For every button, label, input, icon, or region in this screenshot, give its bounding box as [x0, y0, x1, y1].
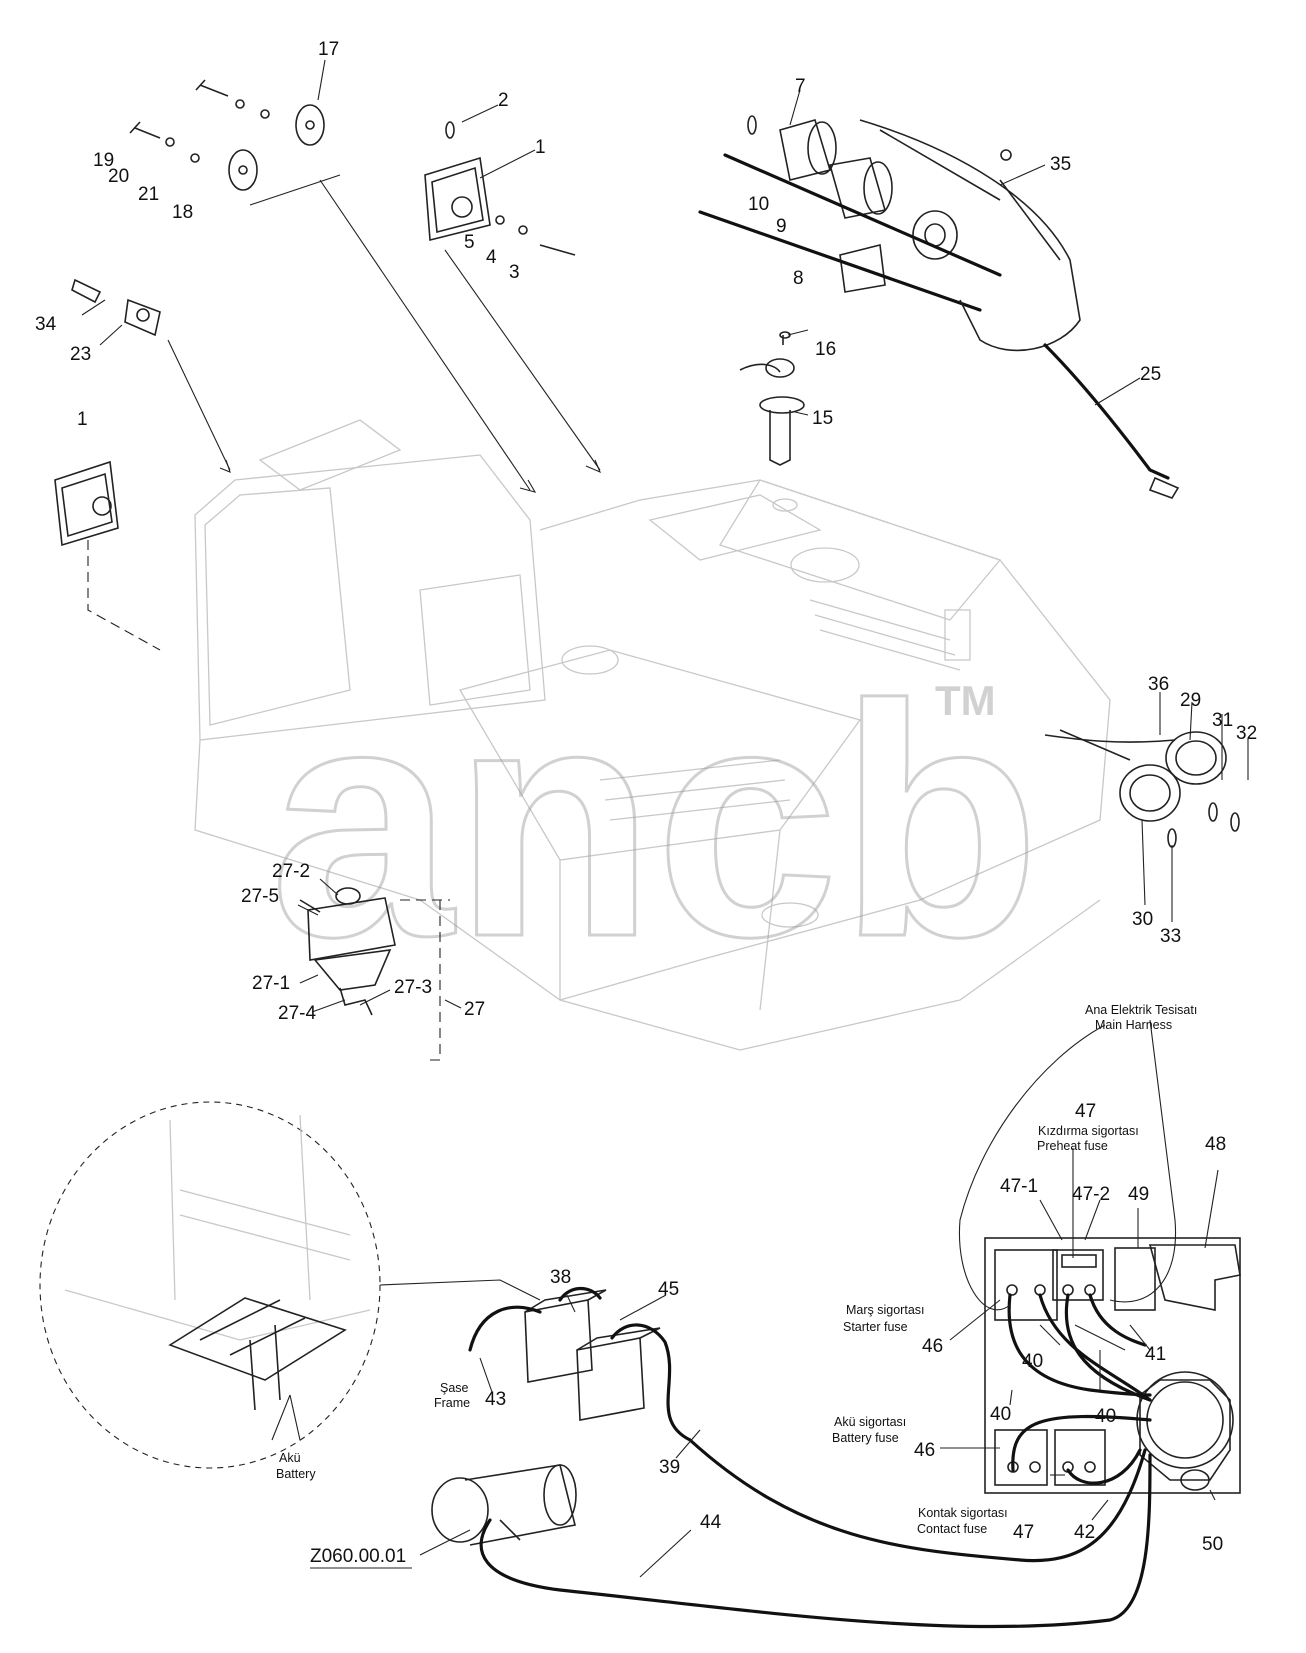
callout-21: 21	[138, 184, 159, 205]
callout-47-1: 47-1	[1000, 1176, 1038, 1197]
contact-fuse-label-tr: Kontak sigortası	[918, 1506, 1008, 1520]
callout-47-bottom: 47	[1013, 1522, 1034, 1543]
watermark-tm: TM	[935, 677, 996, 724]
callout-38: 38	[550, 1267, 571, 1288]
callout-32: 32	[1236, 723, 1257, 744]
callout-20: 20	[108, 166, 129, 187]
callout-4: 4	[486, 247, 497, 268]
battery-label-en: Battery	[276, 1467, 316, 1481]
callout-46-lower: 46	[914, 1440, 935, 1461]
batteries	[468, 1286, 692, 1442]
callout-30: 30	[1132, 909, 1153, 930]
callout-numbers: 17 2 1 19 20 21 18 5 4 3 7 35 10 9 8 16 …	[35, 39, 1257, 1555]
callout-41: 41	[1145, 1344, 1166, 1365]
starter-fuse-label-en: Starter fuse	[843, 1320, 908, 1334]
battery-fuse-label-tr: Akü sigortası	[834, 1415, 906, 1429]
callout-leaders	[81, 59, 1249, 1578]
preheat-fuse-label-tr: Kızdırma sigortası	[1038, 1124, 1139, 1138]
main-harness-label-tr: Ana Elektrik Tesisatı	[1085, 1003, 1197, 1017]
callout-29: 29	[1180, 690, 1201, 711]
callout-36: 36	[1148, 674, 1169, 695]
callout-2: 2	[498, 90, 509, 111]
callout-49: 49	[1128, 1184, 1149, 1205]
callout-48: 48	[1205, 1134, 1226, 1155]
callout-47-top: 47	[1075, 1101, 1096, 1122]
callout-17: 17	[318, 39, 339, 60]
callout-10: 10	[748, 194, 769, 215]
callout-8: 8	[793, 268, 804, 289]
callout-15: 15	[812, 408, 833, 429]
frame-label-tr: Şase	[440, 1381, 469, 1395]
work-lamp-left	[54, 460, 161, 651]
callout-39: 39	[659, 1457, 680, 1478]
callout-7: 7	[795, 76, 806, 97]
starter-reference: Z060.00.01	[310, 1546, 406, 1567]
callout-16: 16	[815, 339, 836, 360]
callout-44: 44	[700, 1512, 722, 1533]
callout-47-2: 47-2	[1072, 1184, 1110, 1205]
callout-40-b: 40	[990, 1404, 1011, 1425]
callout-27-1: 27-1	[252, 973, 290, 994]
callout-27-5: 27-5	[241, 886, 279, 907]
callout-31: 31	[1212, 710, 1233, 731]
work-lamp-upper	[424, 121, 576, 256]
boom-work-lights	[698, 115, 1180, 499]
preheat-fuse-label-en: Preheat fuse	[1037, 1139, 1108, 1153]
callout-9: 9	[776, 216, 787, 237]
callout-25: 25	[1140, 364, 1161, 385]
battery-detail-view	[39, 1101, 541, 1469]
main-harness-label-en: Main Harness	[1095, 1018, 1172, 1032]
callout-42: 42	[1074, 1522, 1095, 1543]
fuse-panel	[940, 1019, 1241, 1501]
callout-27-3: 27-3	[394, 977, 432, 998]
callout-1-left: 1	[77, 409, 88, 430]
callout-40-a: 40	[1022, 1351, 1043, 1372]
callout-18: 18	[172, 202, 193, 223]
callout-27-2: 27-2	[272, 861, 310, 882]
callout-27-4: 27-4	[278, 1003, 316, 1024]
starter-fuse-label-tr: Marş sigortası	[846, 1303, 925, 1317]
callout-33: 33	[1160, 926, 1181, 947]
callout-19: 19	[93, 150, 114, 171]
callout-1-upper: 1	[535, 137, 546, 158]
battery-label-tr: Akü	[279, 1451, 301, 1465]
excavator-body-outline	[194, 419, 1111, 1051]
fuel-sender	[739, 331, 805, 466]
callout-34: 34	[35, 314, 57, 335]
starter-motor	[431, 1464, 577, 1546]
callout-3: 3	[509, 262, 520, 283]
contact-fuse-label-en: Contact fuse	[917, 1522, 987, 1536]
callout-45: 45	[658, 1279, 679, 1300]
text-labels: Ana Elektrik Tesisatı Main Harness Kızdı…	[276, 1003, 1197, 1569]
battery-fuse-label-en: Battery fuse	[832, 1431, 899, 1445]
callout-23: 23	[70, 344, 91, 365]
callout-46-upper: 46	[922, 1336, 943, 1357]
frame-label-en: Frame	[434, 1396, 470, 1410]
callout-40-c: 40	[1095, 1406, 1116, 1427]
assembly-arrows	[167, 174, 602, 493]
callout-5: 5	[464, 232, 475, 253]
horn-assembly	[129, 79, 325, 191]
watermark-text: ancb	[270, 636, 1040, 1005]
washer-tank	[299, 887, 450, 1061]
callout-27: 27	[464, 999, 485, 1020]
callout-43: 43	[485, 1389, 506, 1410]
beacon-socket	[71, 278, 161, 337]
callout-35: 35	[1050, 154, 1071, 175]
callout-50: 50	[1202, 1534, 1223, 1555]
main-cables	[479, 1438, 1152, 1629]
rear-lights	[1044, 729, 1240, 848]
